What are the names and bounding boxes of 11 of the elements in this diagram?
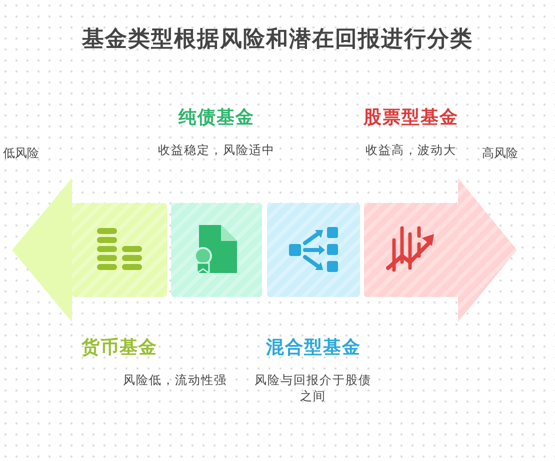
fund-type-heading: 纯债基金 — [177, 106, 256, 129]
fund-type-heading: 货币基金 — [80, 336, 158, 359]
risk-label: 低风险 — [3, 145, 39, 162]
fund-description: 风险与回报介于股债之间 — [254, 372, 372, 404]
title: 基金类型根据风险和潜在回报进行分类 — [81, 25, 474, 54]
fund-type-heading: 混合型基金 — [264, 336, 362, 359]
fund-description: 收益高，波动大 — [364, 142, 458, 158]
risk-label: 高风险 — [482, 145, 518, 162]
fund-description: 风险低，流动性强 — [122, 372, 228, 388]
fund-type-heading: 股票型基金 — [362, 106, 460, 129]
fund-description: 收益稳定，风险适中 — [157, 142, 276, 158]
